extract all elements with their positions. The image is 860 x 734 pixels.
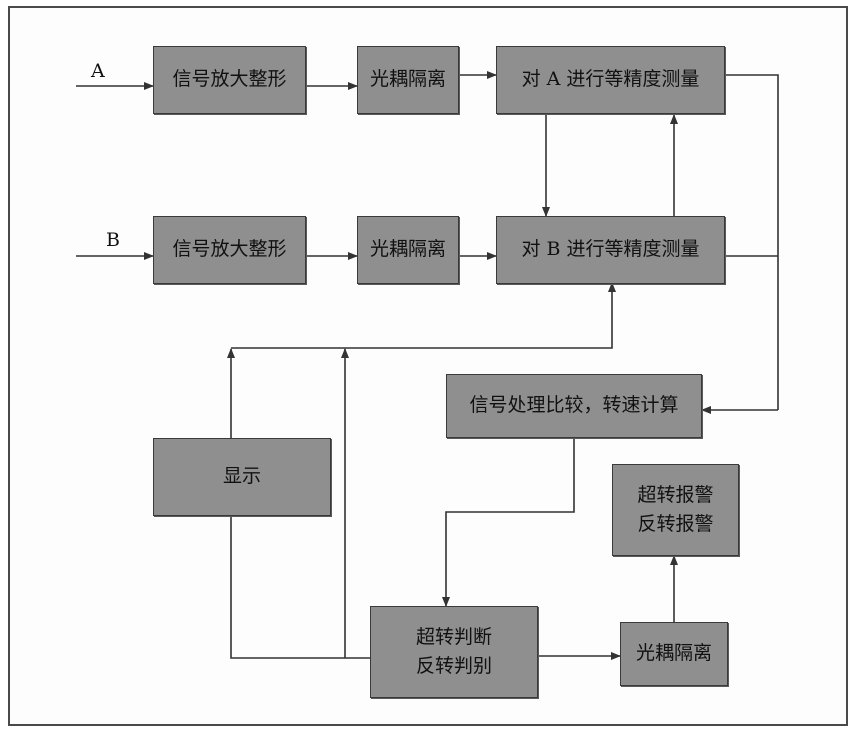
amp-shaping-block-a: 信号放大整形 <box>153 46 306 114</box>
amp-shaping-a-label: 信号放大整形 <box>172 68 287 91</box>
measure-b-label: 对 B 进行等精度测量 <box>521 238 700 261</box>
measure-block-b: 对 B 进行等精度测量 <box>496 216 725 284</box>
isolation-block-a: 光耦隔离 <box>357 46 459 114</box>
isolation-block-b: 光耦隔离 <box>357 216 459 284</box>
process-block: 信号处理比较，转速计算 <box>446 374 702 438</box>
measure-a-label: 对 A 进行等精度测量 <box>521 68 700 91</box>
isolation-b-label: 光耦隔离 <box>369 238 446 261</box>
input-b-label: B <box>106 229 120 251</box>
input-a-label: A <box>91 60 105 82</box>
amp-shaping-b-label: 信号放大整形 <box>172 238 287 261</box>
line-meas-a-out <box>725 74 779 410</box>
display-block: 显示 <box>153 438 331 516</box>
isolation-out-label: 光耦隔离 <box>635 642 712 665</box>
judge-line2: 反转判别 <box>415 655 492 677</box>
alarm-line2: 反转报警 <box>637 513 714 535</box>
amp-shaping-block-b: 信号放大整形 <box>153 216 306 284</box>
arrow-process-to-judge <box>442 438 575 607</box>
alarm-block: 超转报警 反转报警 <box>612 464 739 556</box>
process-label: 信号处理比较，转速计算 <box>469 394 679 417</box>
display-label: 显示 <box>222 465 261 488</box>
judge-line1: 超转判断 <box>415 625 492 648</box>
measure-block-a: 对 A 进行等精度测量 <box>496 46 725 114</box>
judge-block: 超转判断 反转判别 <box>370 606 538 698</box>
isolation-block-out: 光耦隔离 <box>620 622 728 686</box>
line-feedback-bottom <box>230 516 370 659</box>
isolation-a-label: 光耦隔离 <box>369 68 446 91</box>
alarm-line1: 超转报警 <box>637 483 714 506</box>
arrow-to-meas-b <box>231 282 616 349</box>
